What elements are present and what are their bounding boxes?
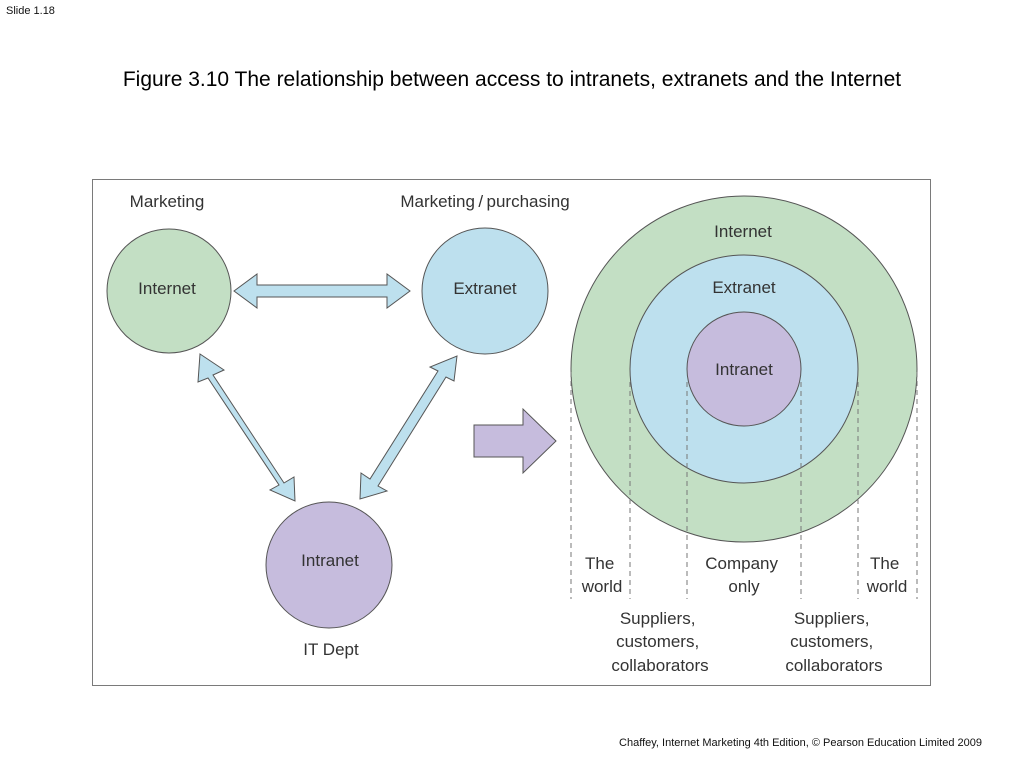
zone-suppliers-left-line: customers, (616, 632, 699, 651)
slide-number: Slide 1.18 (6, 5, 55, 17)
internet-intranet-arrow (197, 353, 296, 502)
internet-ring-label: Internet (714, 222, 772, 241)
zone-suppliers-left-line: Suppliers, (620, 609, 696, 628)
marketing-label: Marketing (130, 192, 205, 211)
zone-world-left-label: The world (581, 554, 623, 596)
zone-suppliers-right-line: customers, (790, 632, 873, 651)
zone-world-right-label: The world (866, 554, 908, 596)
extranet-ring-label: Extranet (712, 278, 776, 297)
zone-boundary-lines (570, 372, 918, 599)
zone-company-only-line: Company (705, 554, 778, 573)
internet-extranet-arrow (233, 273, 411, 309)
internet-node-label: Internet (138, 279, 196, 298)
diagram-figure: Marketing Marketing / purchasing Interne… (92, 179, 931, 686)
zone-world-right-line: world (866, 577, 908, 596)
zone-suppliers-right-line: Suppliers, (794, 609, 870, 628)
extranet-intranet-arrow (359, 355, 458, 500)
zone-suppliers-left-label: Suppliers, customers, collaborators (611, 609, 708, 675)
intranet-node (265, 501, 393, 629)
diagram-canvas: Marketing Marketing / purchasing Interne… (92, 179, 931, 686)
zone-suppliers-right-line: collaborators (785, 656, 882, 675)
zone-world-left-line: world (581, 577, 623, 596)
slide-title: Figure 3.10 The relationship between acc… (122, 68, 902, 91)
zone-world-left-line: The (585, 554, 614, 573)
intranet-ring (686, 311, 802, 427)
internet-node (106, 228, 232, 354)
transition-arrow (473, 407, 557, 475)
slide-footer: Chaffey, Internet Marketing 4th Edition,… (619, 737, 982, 749)
extranet-node-label: Extranet (453, 279, 517, 298)
zone-suppliers-right-label: Suppliers, customers, collaborators (785, 609, 882, 675)
extranet-node (421, 227, 549, 355)
intranet-node-label: Intranet (301, 551, 359, 570)
zone-world-right-line: The (870, 554, 899, 573)
zone-company-only-line: only (728, 577, 760, 596)
it-dept-label: IT Dept (303, 640, 359, 659)
zone-suppliers-left-line: collaborators (611, 656, 708, 675)
marketing-purchasing-label: Marketing / purchasing (400, 192, 569, 211)
zone-company-only-label: Company only (705, 554, 783, 596)
intranet-ring-label: Intranet (715, 360, 773, 379)
